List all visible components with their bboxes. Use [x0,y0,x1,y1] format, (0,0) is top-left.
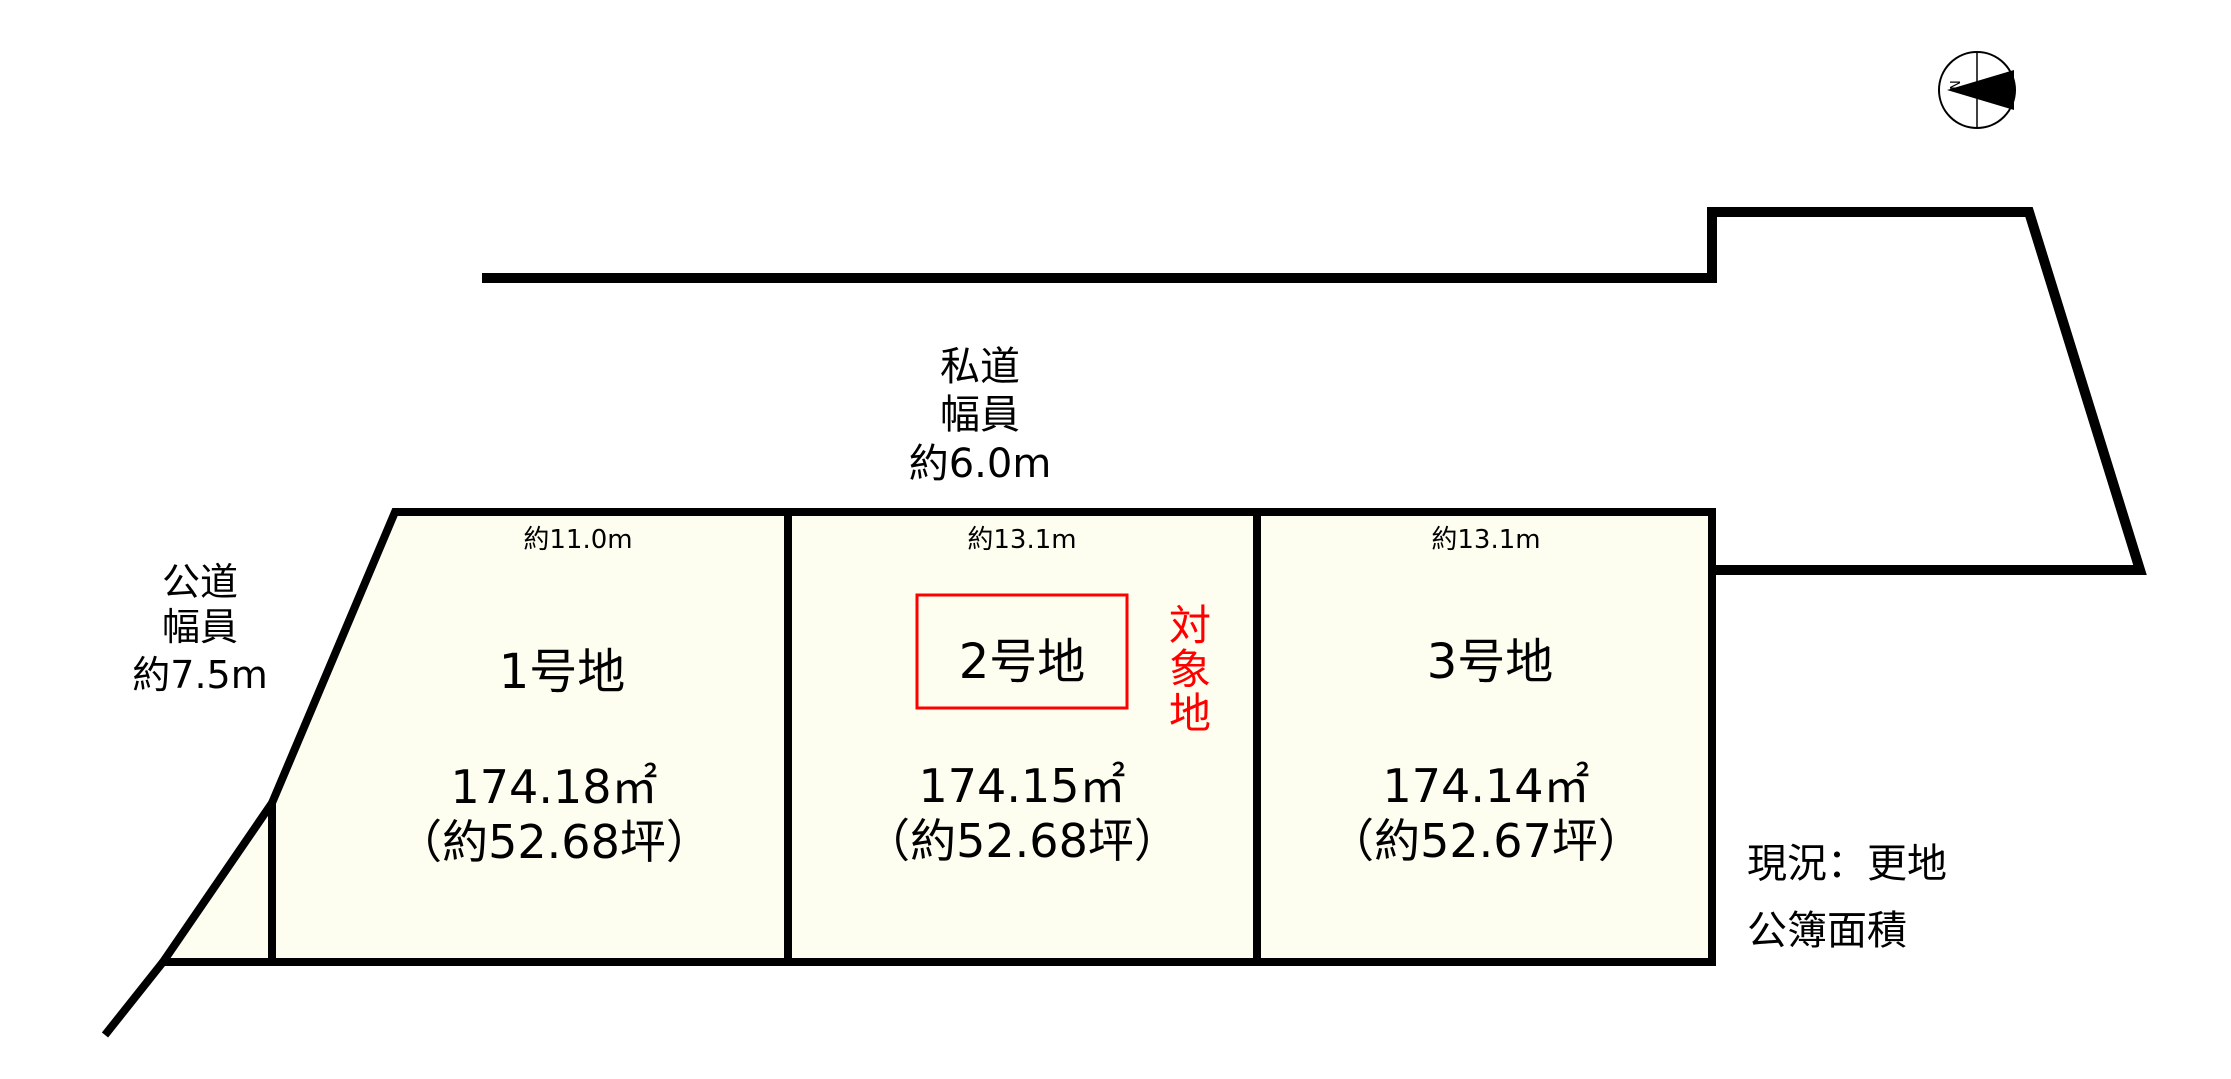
lot-3-parcel[interactable] [1253,508,1716,966]
compass-north-letter: N [1949,80,1964,90]
lot-3-labels: 約13.1m 3号地 174.14㎡ （約52.67坪） [1328,525,1644,868]
lot-2-labels: 約13.1m 2号地 174.15㎡ （約52.68坪） [864,525,1180,868]
private-road-outline [482,207,2147,575]
lot-2-frontage: 約13.1m [967,525,1076,555]
private-road-label: 私道 幅員 約6.0m [909,344,1052,487]
lot-1-parcel[interactable] [268,508,792,966]
public-road-edge-line [101,959,167,1038]
lot-1-area-sqm: 174.18㎡ [451,760,658,814]
lot-3-area-tsubo: （約52.67坪） [1328,814,1644,868]
lot-2-area-sqm: 174.15㎡ [919,759,1126,813]
target-label: 対 象 地 [1169,601,1211,738]
lot-1-labels: 約11.0m 1号地 174.18㎡ （約52.68坪） [396,525,712,869]
lot-2-area-tsubo: （約52.68坪） [864,814,1180,868]
lots-group [155,508,1716,966]
target-label-char-2: 象 [1169,645,1211,694]
lot-1-corner-strip [155,790,276,966]
lot-1-area-tsubo: （約52.68坪） [396,815,712,869]
target-label-char-3: 地 [1169,689,1211,738]
public-road-name: 公道 [162,560,238,604]
private-road-name: 私道 [940,344,1020,390]
private-road-width-value: 約6.0m [909,441,1052,487]
lot-1-frontage: 約11.0m [523,525,632,555]
public-road-width-label: 幅員 [162,605,238,649]
lot-1-name: 1号地 [499,644,626,700]
public-road-width-value: 約7.5m [132,653,267,697]
private-road-width-label: 幅員 [940,392,1020,438]
lot-3-area-sqm: 174.14㎡ [1383,759,1590,813]
public-road-label: 公道 幅員 約7.5m [132,560,267,697]
status-note: 現況：更地 [1747,841,1947,887]
lot-3-frontage: 約13.1m [1431,525,1540,555]
lot-2-target-box [915,593,1129,710]
lot-2-name: 2号地 [959,634,1086,690]
area-basis-note: 公簿面積 [1747,908,1907,954]
compass-icon: N [1938,51,2016,129]
lot-3-name: 3号地 [1427,634,1554,690]
notes: 現況：更地 公簿面積 [1747,841,1947,954]
target-label-char-1: 対 [1169,601,1211,650]
